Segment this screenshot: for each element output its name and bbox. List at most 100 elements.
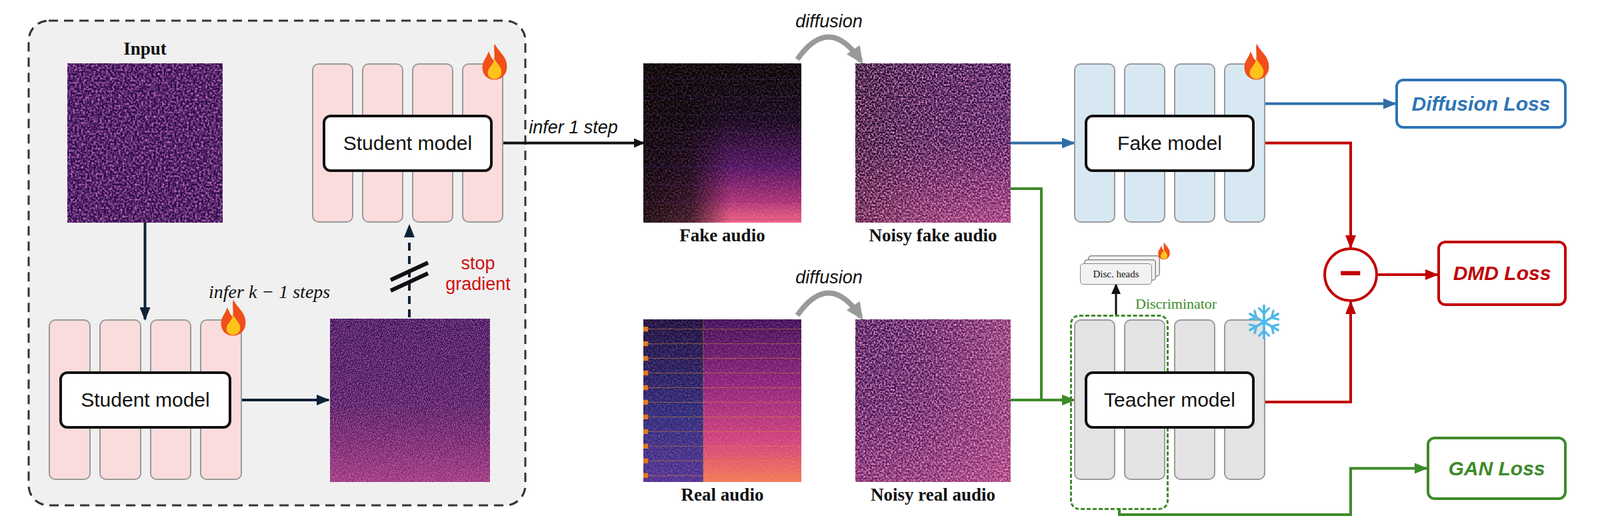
grid-line [643,387,802,388]
snowflake-stroke [1269,310,1279,322]
spectrogram-line [643,201,802,202]
image-caption: Real audio [681,484,764,506]
grid-line [703,319,704,482]
spectrogram-line [643,114,802,115]
connector [1265,143,1351,248]
connector [1115,284,1118,315]
spectrogram-layer [855,63,1011,223]
connector [1265,302,1351,402]
spectrogram-line [643,219,802,220]
head-label: Disc. heads [1092,268,1139,280]
spectrogram-layer [855,319,1011,482]
connector [144,222,147,320]
step-note: infer k − 1 steps [208,281,330,303]
spectrogram-layer [67,63,223,223]
fire-outer [1158,242,1170,260]
edge-label: infer 1 step [528,117,618,138]
spectrogram-image [855,63,1011,223]
fire-icon [218,296,249,338]
fire-outer [482,44,508,80]
teacher-model: Teacher model [1074,319,1266,480]
student-model: Student model [312,63,504,223]
grid-tick [643,473,648,478]
snowflake-icon [1245,303,1283,341]
spectrogram-layer [643,63,802,223]
stop-gradient-note: stop gradient [434,253,522,295]
fire-inner [488,59,502,80]
noise-speckle [330,318,490,482]
grid-line [643,343,802,344]
image-caption: Noisy real audio [870,484,996,506]
region-label: Discriminator [1135,295,1217,313]
spectrogram-line [643,96,802,98]
spectrogram-layer [855,319,1011,482]
fire-outer [1244,44,1270,80]
grid-line [643,328,802,330]
grid-tick [643,326,648,332]
grid-line [643,372,802,374]
connector [1010,398,1074,402]
spectrogram-layer [643,63,802,223]
loss-name: DMD Loss [1453,262,1552,285]
fire-inner [1250,59,1264,80]
fire-icon [1156,241,1172,260]
spectrogram: Noisy real audio [855,319,1011,482]
grid-tick [643,356,648,361]
spectrogram-layer [855,63,1011,223]
image-caption: Noisy fake audio [868,225,997,246]
model-label-box: Student model [322,114,493,172]
spectrogram-line [643,78,802,80]
noise-input: Input [67,63,223,223]
model-label-box: Student model [59,371,232,429]
grid-line [643,402,802,403]
grid-line [643,475,802,476]
spectrogram-image [643,63,802,223]
model-label-box: Fake model [1084,114,1255,172]
image-caption: Input [123,38,167,60]
connector [1010,188,1074,400]
input-panel [28,20,526,506]
fire-outer [221,300,246,336]
loss-box: DMD Loss [1437,240,1567,306]
disc-heads: Disc. heads [1080,263,1152,285]
snowflake-stroke [1249,322,1259,334]
image-caption: Fake audio [679,225,765,246]
spectrogram-layer [855,63,1011,223]
loss-box: Diffusion Loss [1395,78,1567,129]
model-name: Teacher model [1104,388,1236,412]
edge-label: diffusion [795,11,863,32]
loss-name: GAN Loss [1448,457,1545,480]
spectrogram-layer [643,319,802,482]
spectrogram-layer [643,319,802,482]
spectrogram-image [855,319,1011,482]
spectrogram-line [643,149,802,150]
fire-inner [1160,249,1168,259]
loss-name: Diffusion Loss [1412,92,1551,116]
spectrogram: Noisy fake audio [855,63,1011,223]
grid-tick [643,400,648,405]
grid-tick [643,385,648,390]
grid-tick [643,341,648,346]
operator-symbol: − [1339,253,1362,292]
intermediate-noise-image [330,318,490,482]
infer-arrow [242,398,329,402]
snowflake-stroke [1249,310,1259,322]
model-name: Fake model [1117,132,1222,155]
spectrogram-layer [855,319,1011,482]
noise-base [330,318,490,482]
grid-line [643,431,802,432]
spectrogram-layer [643,63,802,223]
grid-tick [643,444,648,449]
grid-line [643,446,802,447]
spectrogram-image [643,319,802,482]
grid-tick [643,458,648,464]
spectrogram-line [643,166,802,168]
noise-tint [330,318,490,482]
fake-model: Fake model [1074,63,1266,223]
spectrogram-image [67,63,223,223]
snowflake-arm [1247,309,1266,326]
spectrogram-layer [855,319,1011,482]
fire-inner [226,315,241,336]
grid-line [643,416,802,418]
